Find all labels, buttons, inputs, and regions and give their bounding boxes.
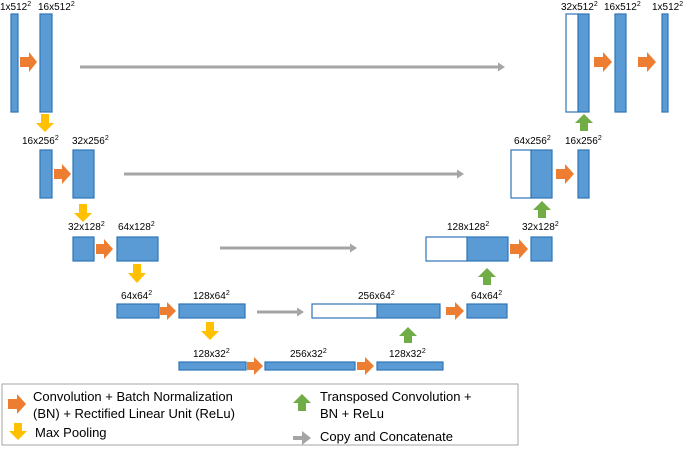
block-dec4b (466, 303, 508, 319)
block-dec3-copied (425, 236, 468, 262)
upconv-arrow-1 (399, 327, 417, 343)
block-input (10, 13, 19, 113)
label-enc3b-64x128: 64x1282 (118, 221, 155, 233)
block-bott1 (178, 361, 247, 371)
block-enc3a (72, 236, 95, 262)
legend-upconv-label-line2: BN + ReLu (320, 406, 384, 421)
block-enc4b (178, 303, 246, 319)
legend-conv-label-line2: (BN) + Rectified Linear Unit (ReLu) (33, 406, 235, 421)
block-dec1b (614, 13, 627, 113)
block-enc2a (39, 149, 53, 199)
conv-arrow-bott2 (357, 357, 374, 375)
label-dec3b-32x128: 32x1282 (522, 221, 559, 233)
block-dec2-copied (510, 149, 532, 199)
block-enc1 (39, 13, 53, 113)
copy-arrow-level4 (257, 307, 304, 317)
legend-copy-label: Copy and Concatenate (320, 429, 453, 444)
conv-arrow-dec1a (594, 52, 612, 72)
label-enc4a-64x64: 64x642 (121, 290, 152, 302)
conv-arrow-enc2 (54, 164, 71, 184)
pool-arrow-1 (36, 114, 54, 132)
legend-copy-icon (293, 431, 311, 445)
block-bott3 (376, 361, 444, 371)
upconv-arrow-2 (478, 268, 496, 285)
label-output-1x512: 1x5122 (652, 1, 683, 13)
block-dec1-upsampled (577, 13, 590, 113)
block-dec3b (530, 236, 553, 262)
conv-arrow-enc4 (160, 302, 176, 320)
block-dec3-upsampled (466, 236, 509, 262)
block-bott2 (264, 361, 356, 371)
label-dec3-128x128: 128x1282 (447, 221, 489, 233)
label-enc2b-32x256: 32x2562 (72, 135, 109, 147)
legend-pool-label: Max Pooling (35, 425, 107, 440)
copy-arrow-level3 (220, 243, 357, 253)
label-dec4-256x64: 256x642 (358, 290, 395, 302)
label-bott2-256x32: 256x322 (290, 348, 327, 360)
label-dec2b-16x256: 16x2562 (565, 135, 602, 147)
block-dec2-upsampled (530, 149, 553, 199)
label-enc2a-16x256: 16x2562 (22, 135, 59, 147)
label-bott1-128x32: 128x322 (193, 348, 230, 360)
label-enc3a-32x128: 32x1282 (68, 221, 105, 233)
block-dec1-copied (565, 13, 579, 113)
legend-conv-label-line1: Convolution + Batch Normalization (33, 389, 233, 404)
pool-arrow-2 (74, 204, 92, 222)
legend-upconv-icon (293, 394, 311, 411)
conv-arrow-bott1 (247, 357, 263, 375)
conv-arrow-dec1b (638, 52, 656, 72)
block-dec2b (577, 149, 590, 199)
legend-upconv-label-line1: Transposed Convolution + (320, 389, 472, 404)
legend-pool-icon (9, 423, 27, 440)
block-enc3b (116, 236, 159, 262)
label-dec1-32x512: 32x5122 (561, 1, 598, 13)
legend: Convolution + Batch Normalization (BN) +… (1, 383, 519, 446)
pool-arrow-3 (128, 264, 146, 283)
copy-arrow-level1 (80, 62, 505, 72)
block-dec4-copied (311, 303, 378, 319)
label-bott3-128x32: 128x322 (389, 348, 426, 360)
legend-box (1, 383, 519, 446)
conv-arrow-enc3 (96, 239, 113, 259)
conv-arrow-enc1 (20, 52, 37, 72)
upconv-arrow-4 (575, 114, 593, 131)
block-enc2b (72, 149, 95, 199)
label-enc1-16x512: 16x5122 (38, 1, 75, 13)
conv-arrow-dec4 (446, 302, 464, 320)
conv-arrow-dec3 (510, 239, 528, 259)
label-dec2-64x256: 64x2562 (514, 135, 551, 147)
block-dec4-upsampled (376, 303, 441, 319)
block-enc4a (116, 303, 160, 319)
upconv-arrow-3 (533, 201, 551, 218)
label-dec1b-16x512: 16x5122 (604, 1, 641, 13)
label-input-1x512: 1x5122 (0, 1, 31, 13)
legend-conv-icon (8, 394, 26, 414)
label-enc4b-128x64: 128x642 (193, 290, 230, 302)
block-output (661, 13, 669, 113)
pool-arrow-4 (201, 322, 219, 340)
label-dec4b-64x64: 64x642 (471, 290, 502, 302)
conv-arrow-dec2 (556, 164, 574, 184)
copy-arrow-level2 (124, 169, 464, 179)
